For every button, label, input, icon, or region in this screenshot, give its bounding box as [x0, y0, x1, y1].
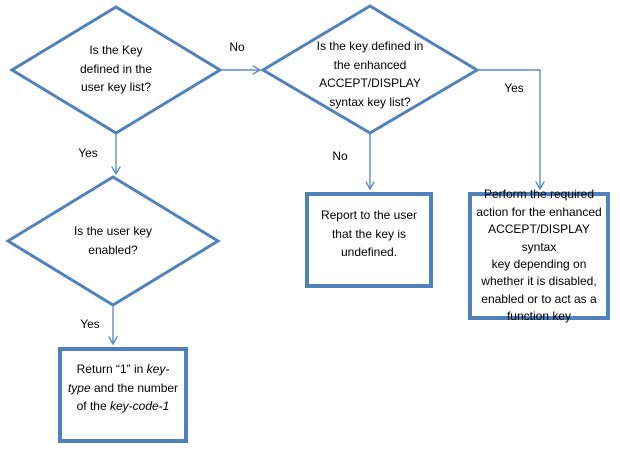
- process-return-key-line-2: type and the number: [62, 379, 184, 398]
- arrowhead-down-icon: [111, 166, 121, 176]
- decision-user-key-list-label: Is the Key defined in the user key list?: [79, 43, 153, 94]
- decision-enhanced-list-label: Is the key defined in the enhanced ACCEP…: [316, 39, 424, 109]
- arrowhead-down-icon: [365, 181, 375, 191]
- edge-label-yes-2: Yes: [504, 81, 524, 95]
- text-segment: of the: [76, 399, 110, 413]
- edge-label-yes-3: Yes: [80, 317, 100, 331]
- process-perform-action-box: Perform the required action for the enha…: [468, 187, 610, 323]
- edge-label-no-1: No: [229, 40, 245, 54]
- process-return-key-box: Return “1” in key- type and the number o…: [58, 347, 188, 443]
- process-report-undefined-box: Report to the user that the key is undef…: [305, 192, 433, 288]
- arrowhead-down-icon: [108, 336, 118, 346]
- process-perform-action-label: Perform the required action for the enha…: [476, 187, 602, 324]
- decision-user-key-enabled-label: Is the user key enabled?: [73, 224, 153, 257]
- connector-yes-elbow-to-perform: [477, 69, 541, 188]
- arrowhead-down-icon: [535, 181, 545, 191]
- text-segment: type: [67, 380, 91, 395]
- text-segment: Return “1” in: [76, 362, 147, 376]
- text-segment: key-: [146, 362, 170, 376]
- edge-label-yes-1: Yes: [78, 146, 98, 160]
- edge-label-no-2: No: [332, 149, 348, 163]
- process-return-key-line-1: Return “1” in key-: [62, 360, 184, 379]
- process-return-key-line-3: of the key-code-1: [62, 397, 184, 416]
- text-segment: and the number: [90, 380, 179, 395]
- arrowhead-right-icon: [252, 65, 262, 75]
- process-report-undefined-label: Report to the user that the key is undef…: [320, 208, 418, 259]
- text-segment: key-code-1: [109, 399, 170, 413]
